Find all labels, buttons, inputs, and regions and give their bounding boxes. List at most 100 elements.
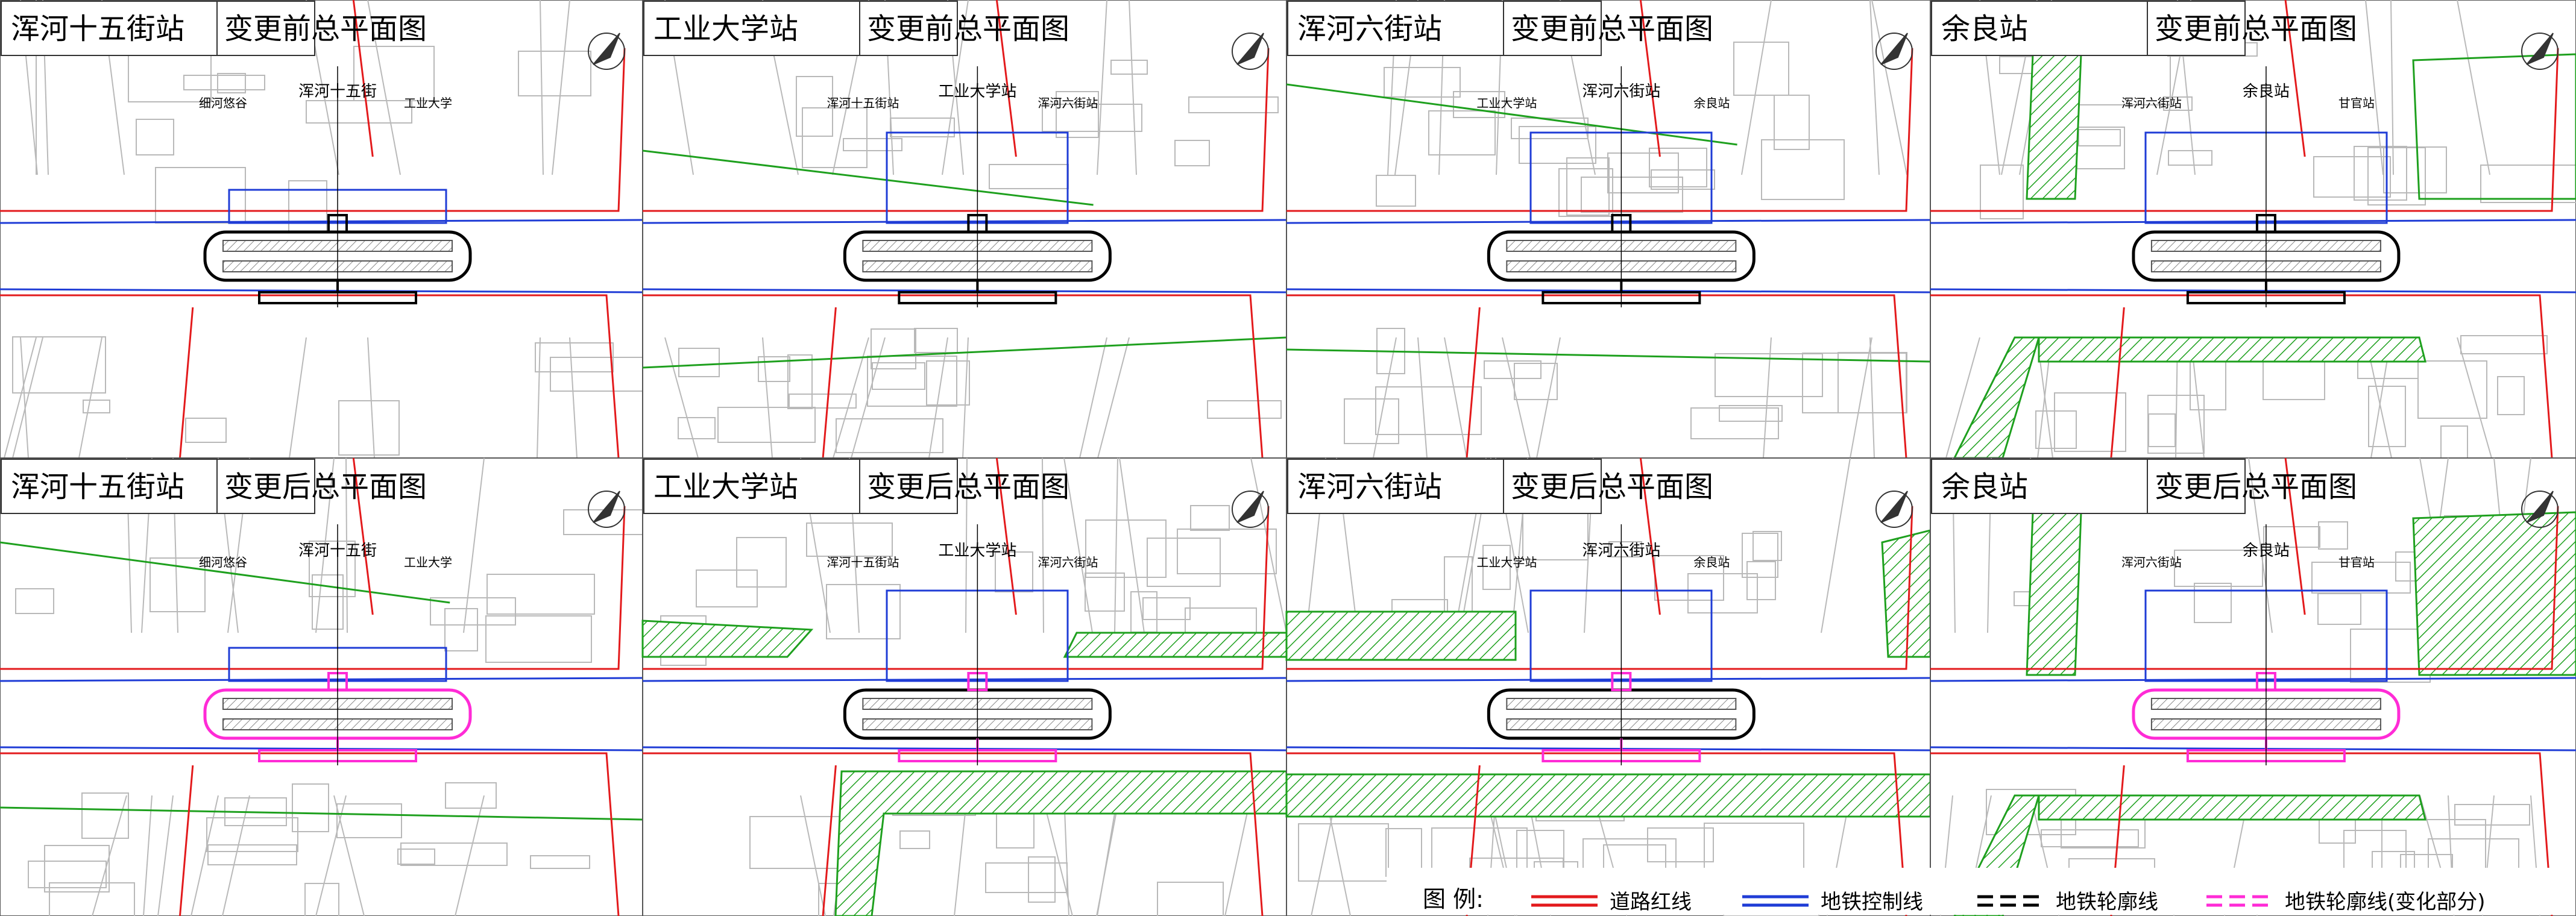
north-arrow-icon (1232, 33, 1269, 70)
panel-title-station: 余良站 (1941, 12, 2028, 46)
panel-title-plan: 变更后总平面图 (224, 470, 427, 504)
panel-title: 浑河十五街站 变更前总平面图 (1, 1, 427, 56)
green-zone (642, 149, 1287, 369)
station-label-current: 浑河六街站 (1582, 542, 1660, 560)
north-arrow-icon (1232, 491, 1269, 528)
station-label-next: 工业大学 (404, 555, 452, 569)
base-map-lines (4, 0, 654, 459)
road-red-lines (1286, 457, 1913, 916)
station-label-previous: 细河悠谷 (199, 555, 247, 569)
panel-title-plan: 变更后总平面图 (1511, 470, 1713, 504)
panel-title-station: 浑河十五街站 (11, 12, 184, 46)
legend-item-label: 地铁轮廓线 (2056, 890, 2158, 914)
station-label-current: 工业大学站 (938, 83, 1016, 101)
legend-item-label: 地铁轮廓线(变化部分) (2285, 890, 2486, 914)
road-red-lines (1930, 457, 2559, 916)
panel-title: 工业大学站 变更后总平面图 (643, 459, 1069, 514)
station-label-next: 甘官站 (2338, 96, 2375, 110)
metro-control-lines (1930, 219, 2576, 293)
panel-title-plan: 变更前总平面图 (224, 12, 427, 46)
station-label-current: 浑河十五街 (298, 83, 377, 101)
metro-control-lines (0, 219, 643, 293)
panel-frame (642, 457, 1287, 916)
station-label-previous: 细河悠谷 (199, 96, 247, 110)
legend-item-label: 地铁控制线 (1821, 890, 1923, 914)
panel-frame (0, 457, 643, 916)
road-red-lines (0, 0, 626, 459)
station-label-next: 余良站 (1693, 555, 1730, 569)
green-zone (0, 541, 643, 821)
panel-title-station: 工业大学站 (653, 470, 798, 504)
panel-title-plan: 变更前总平面图 (867, 12, 1069, 46)
station-label-previous: 工业大学站 (1476, 96, 1537, 110)
legend-title: 图 例: (1423, 886, 1484, 912)
legend-item: 道路红线 (1531, 890, 1692, 914)
panel-frame (1286, 0, 1931, 459)
panel-title: 浑河六街站 变更后总平面图 (1287, 459, 1713, 514)
road-red-lines (1930, 0, 2559, 459)
metro-control-lines (1286, 219, 1931, 293)
panel-title: 浑河六街站变更前总平面图 (1287, 1, 1713, 56)
station-label-previous: 浑河十五街站 (827, 96, 899, 110)
station-label-previous: 浑河六街站 (2121, 96, 2182, 110)
metro-control-lines (1286, 677, 1931, 751)
station-label-current: 浑河六街站 (1582, 83, 1660, 101)
panel-title: 余良站 变更后总平面图 (1931, 459, 2357, 514)
metro-control-lines (642, 677, 1287, 751)
legend-item: 地铁轮廓线(变化部分) (2206, 890, 2486, 914)
station-label-current: 浑河十五街 (298, 542, 377, 560)
panel-title-plan: 变更后总平面图 (867, 470, 1069, 504)
north-arrow-icon (588, 33, 625, 70)
legend-item: 地铁控制线 (1742, 890, 1923, 914)
panel-title-plan: 变更前总平面图 (1511, 12, 1713, 46)
north-arrow-icon (2521, 33, 2559, 70)
green-zone (1286, 83, 1931, 363)
station-label-next: 工业大学 (404, 96, 452, 110)
panel-title-station: 浑河十五街站 (11, 470, 184, 504)
station-label-next: 余良站 (1693, 96, 1730, 110)
legend: 图 例: 道路红线 地铁控制线 地铁轮廓线 地铁轮廓线(变化部分) (1387, 868, 2568, 915)
road-red-lines (643, 457, 1270, 916)
panel-frame (642, 0, 1287, 459)
panel-title: 余良站变更前总平面图 (1931, 1, 2357, 56)
panel-title-station: 余良站 (1941, 470, 2028, 504)
station-label-next: 浑河六街站 (1038, 96, 1098, 110)
north-arrow-icon (1875, 33, 1913, 70)
panel-title-station: 浑河六街站 (1297, 470, 1442, 504)
green-zone (1953, 53, 2576, 459)
legend-item-label: 道路红线 (1610, 890, 1692, 914)
station-label-next: 浑河六街站 (1038, 555, 1098, 569)
panel-title-station: 工业大学站 (653, 12, 798, 46)
road-red-lines (0, 457, 626, 916)
plan-panel-before-4: 余良站变更前总平面图浑河六街站余良站甘官站 (1930, 0, 2576, 459)
metro-control-lines (642, 219, 1287, 293)
north-arrow-icon (1875, 491, 1913, 528)
panel-frame (1286, 457, 1931, 916)
panel-title-plan: 变更后总平面图 (2155, 470, 2357, 504)
north-arrow-icon (588, 491, 625, 528)
green-zone (1285, 529, 1932, 818)
station-label-current: 余良站 (2243, 542, 2290, 560)
legend-item: 地铁轮廓线 (1977, 890, 2158, 914)
station-label-previous: 工业大学站 (1476, 555, 1537, 569)
station-label-next: 甘官站 (2338, 555, 2375, 569)
panel-frame (1930, 0, 2576, 459)
station-label-current: 工业大学站 (938, 542, 1016, 560)
metro-control-lines (1930, 677, 2576, 751)
station-label-previous: 浑河六街站 (2121, 555, 2182, 569)
panel-title: 浑河十五街站 变更后总平面图 (1, 459, 427, 514)
north-arrow-icon (2521, 491, 2559, 528)
plan-panel-after-2: 工业大学站变更后总平面图浑河十五街站工业大学站浑河六街站 (641, 457, 1288, 916)
panel-title: 工业大学站 变更前总平面图 (643, 1, 1069, 56)
